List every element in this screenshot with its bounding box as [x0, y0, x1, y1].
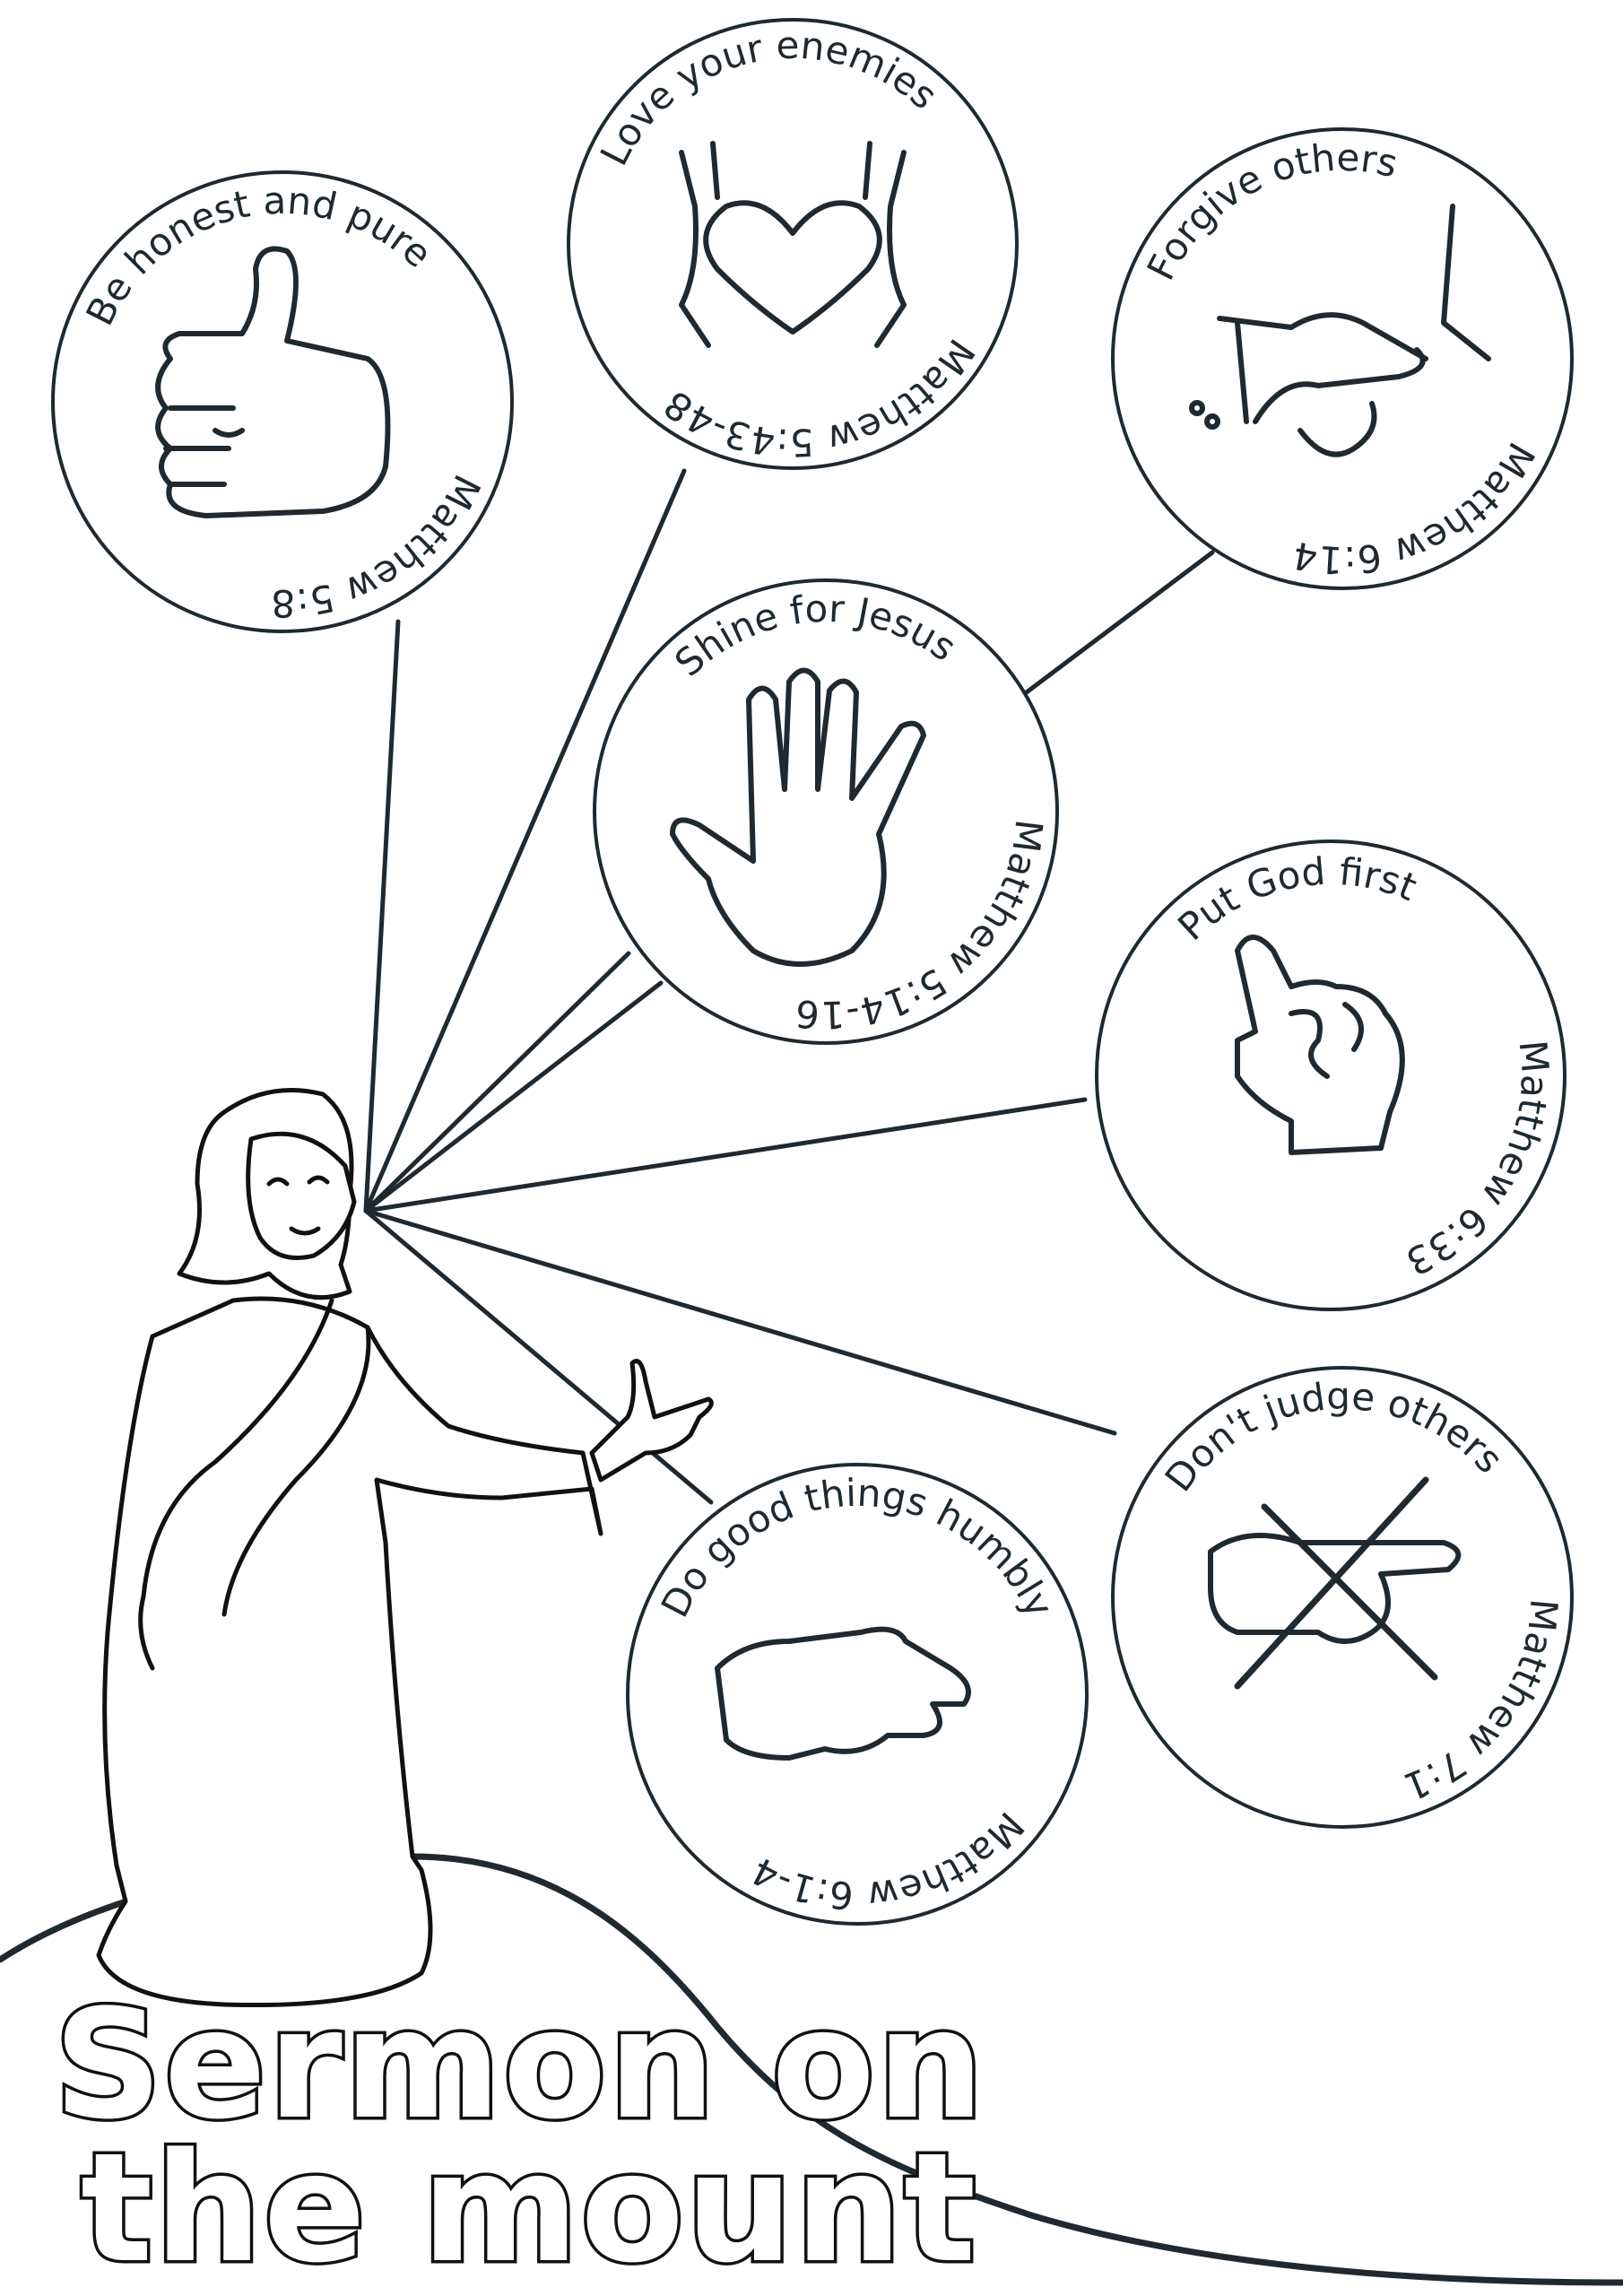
face	[246, 1131, 357, 1260]
teaching-dont-judge: Don't judge others Matthew 7:1	[1111, 1366, 1574, 1829]
giving-hand-icon	[715, 1626, 971, 1761]
open-hand-icon	[670, 667, 926, 967]
teaching-be-honest: Be honest and pure Matthew 5:8	[51, 170, 514, 633]
teaching-god-first: Put God first Matthew 6:33	[1095, 839, 1567, 1311]
heart-hands-icon	[679, 141, 907, 348]
teaching-shine: Shine for Jesus Matthew 5:14-16	[593, 578, 1059, 1045]
hand	[589, 1359, 714, 1483]
handshake-icon	[1189, 204, 1491, 457]
sash	[138, 1298, 371, 1671]
teaching-love-enemies: Love your enemies Matthew 5:43-48	[567, 18, 1019, 470]
crossed-pointing-hand-icon	[1208, 1476, 1462, 1690]
title-line-1: Sermon on	[54, 1977, 985, 2152]
title-line-2: the mount	[81, 2120, 977, 2296]
jesus-figure	[96, 1088, 714, 2008]
thumbs-up-icon	[155, 246, 391, 518]
robe	[96, 1296, 603, 2008]
teaching-forgive: Forgive others Matthew 6:14	[1111, 127, 1574, 590]
connector-lines	[363, 468, 1215, 1505]
teaching-do-good-humbly: Do good things humbly Matthew 6:1-4	[626, 1463, 1089, 1926]
pointing-up-icon	[1235, 935, 1405, 1155]
